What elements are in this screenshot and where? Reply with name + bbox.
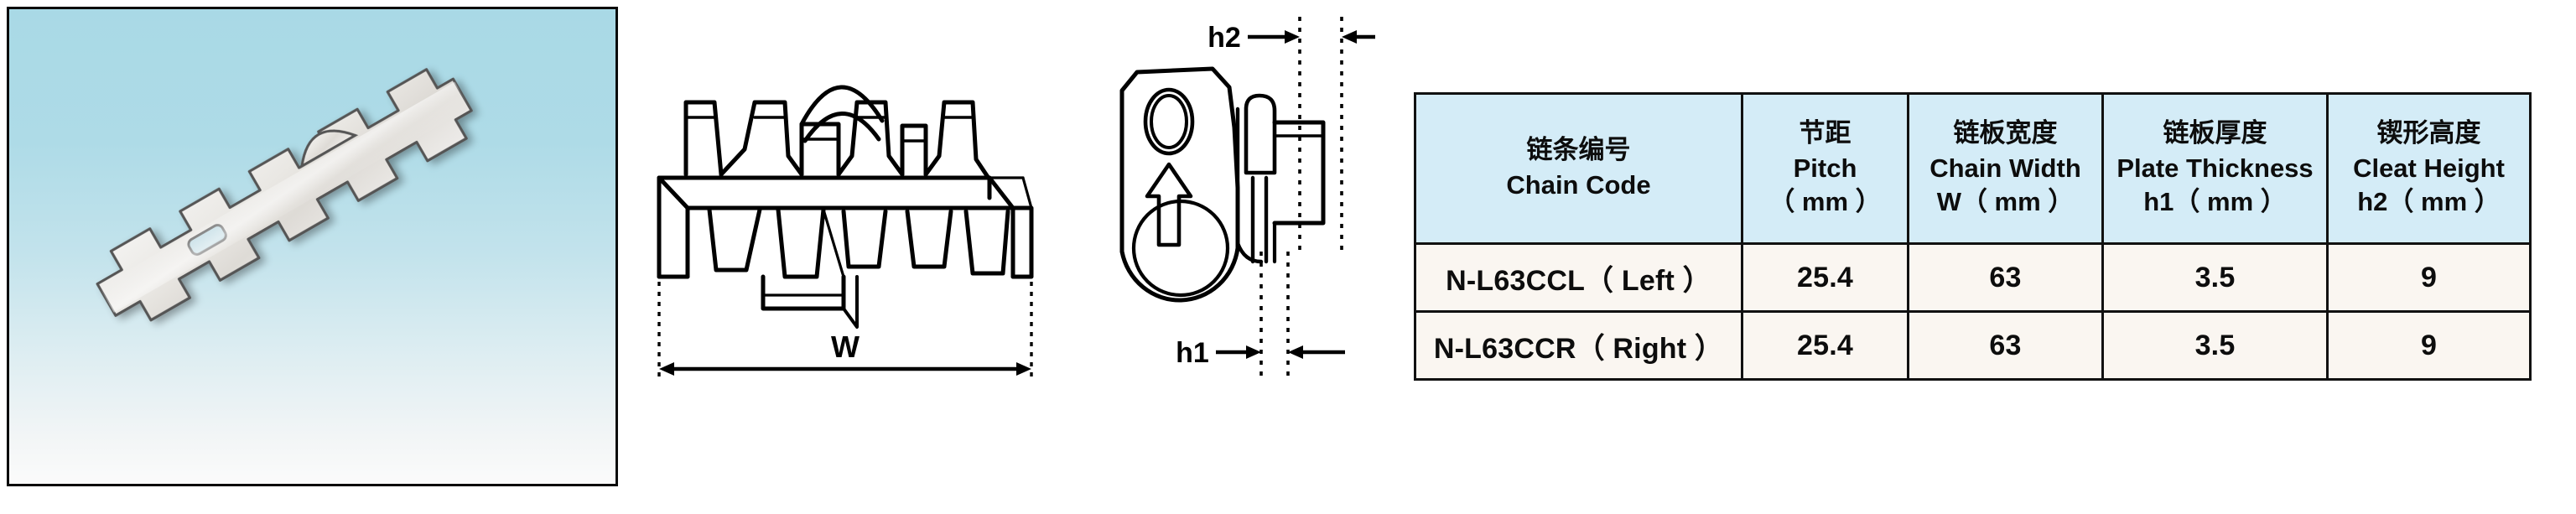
cleat-height-dimension: h2 xyxy=(1208,17,1375,252)
front-isometric-view xyxy=(657,85,1034,329)
col-header-chain-width-cn: 链板宽度 xyxy=(1953,118,2058,149)
cell-plate-thickness: 3.5 xyxy=(2101,242,2329,313)
side-section-view xyxy=(1119,66,1326,303)
cell-chain-code: N-L63CCL（ Left ） xyxy=(1414,242,1743,313)
technical-drawings-group: W xyxy=(637,0,1375,514)
col-header-chain-width-en: Chain Width xyxy=(1929,153,2081,183)
cell-chain-width: 63 xyxy=(1907,310,2104,381)
dimension-label-h2: h2 xyxy=(1208,22,1241,54)
dimension-label-h1: h1 xyxy=(1176,337,1209,369)
chain-link-body xyxy=(96,68,473,322)
col-header-chain-code-cn: 链条编号 xyxy=(1526,135,1631,166)
col-header-chain-width-unit: W（ mm ） xyxy=(1936,187,2075,217)
cell-cleat-height: 9 xyxy=(2326,242,2532,313)
dimension-label-w: W xyxy=(831,330,860,364)
col-header-plate-thickness: 链板厚度 Plate Thickness h1（ mm ） xyxy=(2101,92,2329,245)
col-header-pitch-en: Pitch xyxy=(1793,153,1857,183)
col-header-plate-thickness-unit: h1（ mm ） xyxy=(2143,187,2287,217)
chain-link-photo-illustration xyxy=(96,68,473,322)
table-row: N-L63CCL（ Left ） 25.4 63 3.5 9 xyxy=(1414,242,2532,313)
cell-plate-thickness: 3.5 xyxy=(2101,310,2329,381)
product-photo-panel xyxy=(7,7,618,486)
col-header-pitch-unit: （ mm ） xyxy=(1768,187,1882,217)
col-header-cleat-height: 锲形高度 Cleat Height h2（ mm ） xyxy=(2326,92,2532,245)
plate-thickness-dimension: h1 xyxy=(1176,252,1345,379)
photo-stage xyxy=(9,9,615,484)
col-header-cleat-height-cn: 锲形高度 xyxy=(2376,118,2481,149)
col-header-plate-thickness-cn: 链板厚度 xyxy=(2163,118,2267,149)
cell-cleat-height: 9 xyxy=(2326,310,2532,381)
cell-chain-code: N-L63CCR（ Right ） xyxy=(1414,310,1743,381)
chain-specification-table: 链条编号 Chain Code 节距 Pitch （ mm ） 链板宽度 Cha… xyxy=(1414,92,2532,381)
engineering-drawings-svg: W xyxy=(657,17,1375,379)
col-header-cleat-height-unit: h2（ mm ） xyxy=(2357,187,2501,217)
cell-pitch: 25.4 xyxy=(1741,310,1909,381)
col-header-pitch: 节距 Pitch （ mm ） xyxy=(1741,92,1909,245)
col-header-chain-code-en: Chain Code xyxy=(1506,170,1651,200)
col-header-chain-code: 链条编号 Chain Code xyxy=(1414,92,1743,245)
col-header-cleat-height-en: Cleat Height xyxy=(2353,153,2505,183)
spec-table-container: 链条编号 Chain Code 节距 Pitch （ mm ） 链板宽度 Cha… xyxy=(1414,92,2532,381)
cell-chain-width: 63 xyxy=(1907,242,2104,313)
col-header-pitch-cn: 节距 xyxy=(1799,118,1852,149)
cell-pitch: 25.4 xyxy=(1741,242,1909,313)
col-header-chain-width: 链板宽度 Chain Width W（ mm ） xyxy=(1907,92,2104,245)
table-row: N-L63CCR（ Right ） 25.4 63 3.5 9 xyxy=(1414,310,2532,381)
chain-width-dimension: W xyxy=(657,282,1033,379)
col-header-plate-thickness-en: Plate Thickness xyxy=(2116,153,2314,183)
table-header-row: 链条编号 Chain Code 节距 Pitch （ mm ） 链板宽度 Cha… xyxy=(1414,92,2532,245)
